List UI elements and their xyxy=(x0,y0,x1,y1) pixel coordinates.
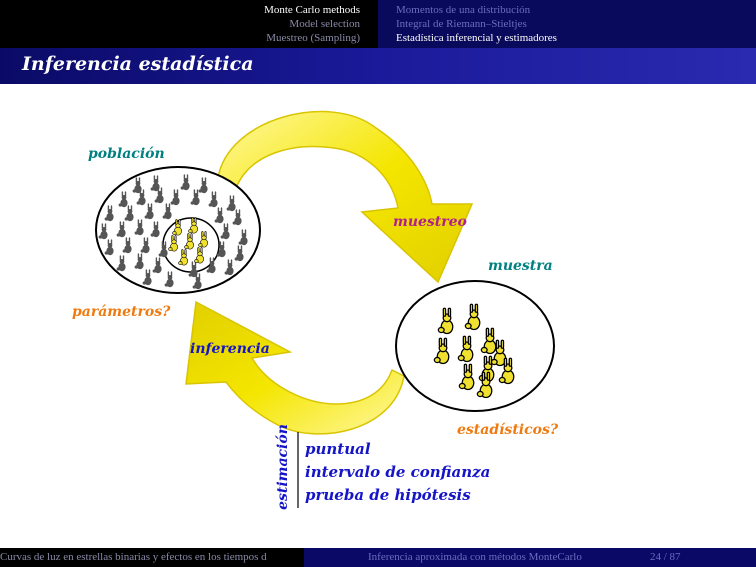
footer-page-number: 24 / 87 xyxy=(650,551,681,563)
footer-bar: Curvas de luz en estrellas binarias y ef… xyxy=(0,548,756,567)
footer-short-title: Inferencia aproximada con métodos MonteC… xyxy=(368,551,582,563)
nav-subsection-momentos[interactable]: Momentos de una distribución xyxy=(396,4,531,16)
muestreo-label: muestreo xyxy=(393,214,467,230)
sample-ellipse xyxy=(395,280,555,412)
muestra-label: muestra xyxy=(488,258,553,274)
inferencia-label: inferencia xyxy=(190,341,270,357)
nav-section-monte-carlo[interactable]: Monte Carlo methods xyxy=(264,4,360,16)
footer-title-block: Inferencia aproximada con métodos MonteC… xyxy=(304,548,756,567)
nav-subsection-riemann[interactable]: Integral de Riemann–Stieltjes xyxy=(396,18,527,30)
nav-subsections: Momentos de una distribución Integral de… xyxy=(378,0,756,48)
frame-title: Inferencia estadística xyxy=(22,53,254,75)
nav-subsection-estadistica[interactable]: Estadística inferencial y estimadores xyxy=(396,32,557,44)
muestreo-arrow xyxy=(217,110,474,284)
estimation-type-puntual: puntual xyxy=(305,440,371,458)
nav-sections: Monte Carlo methods Model selection Mues… xyxy=(0,0,378,48)
parametros-label: parámetros? xyxy=(72,304,171,320)
frame-title-bar: Inferencia estadística xyxy=(0,48,756,84)
footer-talk-title: Curvas de luz en estrellas binarias y ef… xyxy=(0,551,267,563)
header-navigation: Monte Carlo methods Model selection Mues… xyxy=(0,0,756,48)
estimation-type-prueba: prueba de hipótesis xyxy=(305,486,471,504)
estimacion-label: estimación xyxy=(275,424,291,510)
nav-section-muestreo[interactable]: Muestreo (Sampling) xyxy=(266,32,360,44)
poblacion-label: población xyxy=(88,146,165,162)
inferencia-arrow xyxy=(185,300,405,435)
footer-author-block: Curvas de luz en estrellas binarias y ef… xyxy=(0,548,304,567)
estimation-type-intervalo: intervalo de confianza xyxy=(305,463,491,481)
estadisticos-label: estadísticos? xyxy=(457,422,559,438)
nav-section-model-selection[interactable]: Model selection xyxy=(289,18,360,30)
